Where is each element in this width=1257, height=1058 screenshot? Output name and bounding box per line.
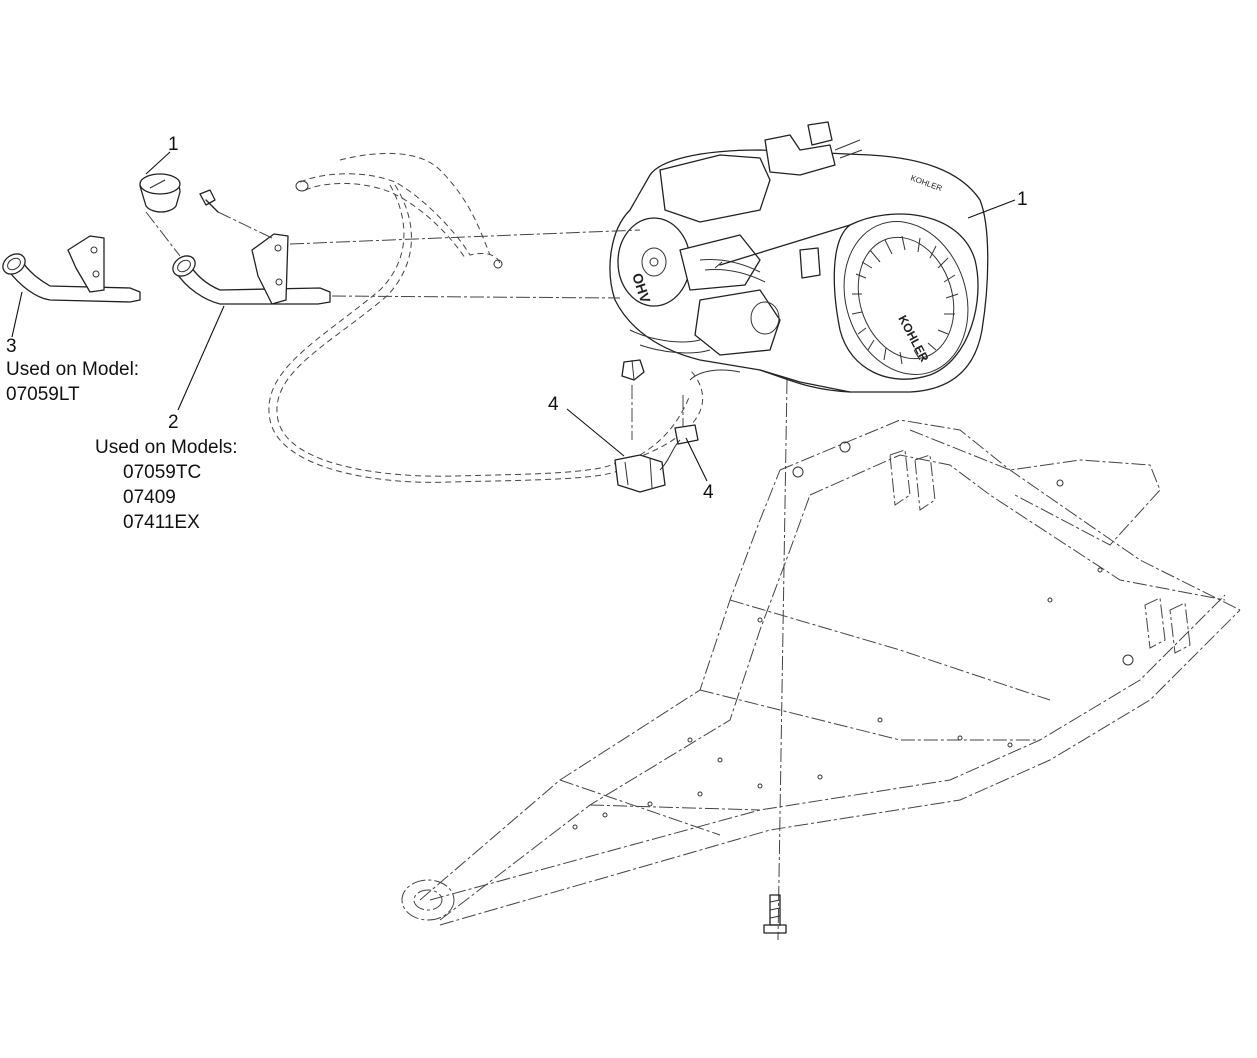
wire-harness [268, 153, 704, 483]
callout-engine: 1 [1017, 189, 1028, 210]
engine-mount-nut [621, 359, 645, 381]
exhaust-tube-2 [172, 233, 331, 305]
model-note-single: Used on Model: 07059LT [6, 357, 139, 407]
engine [609, 121, 989, 393]
leader-lines [11, 151, 1016, 482]
callout-exhaust-tube-3: 3 [6, 336, 17, 357]
alignment-lines [145, 211, 641, 299]
model-note-multi-item: 07409 [123, 487, 176, 508]
frame-bolt [763, 894, 787, 934]
model-note-multi-item: 07059TC [123, 462, 202, 483]
trailer-frame [401, 379, 1241, 941]
bracket-bolt [199, 189, 219, 213]
model-note-multi-heading: Used on Models: [95, 437, 238, 458]
callout-switch-lower: 4 [703, 482, 714, 503]
model-note-single-item: 07059LT [6, 384, 80, 405]
switch-connector [614, 424, 699, 493]
callout-exhaust-tube-2: 2 [168, 412, 179, 433]
exhaust-tube-3 [2, 235, 141, 303]
callout-gas-cap: 1 [168, 134, 179, 155]
model-note-single-heading: Used on Model: [6, 359, 140, 380]
model-note-multi: Used on Models: 07059TC 07409 07411EX [95, 435, 238, 535]
gas-cap [139, 173, 181, 213]
callout-switch-upper: 4 [548, 394, 559, 415]
model-note-multi-item: 07411EX [123, 512, 200, 533]
